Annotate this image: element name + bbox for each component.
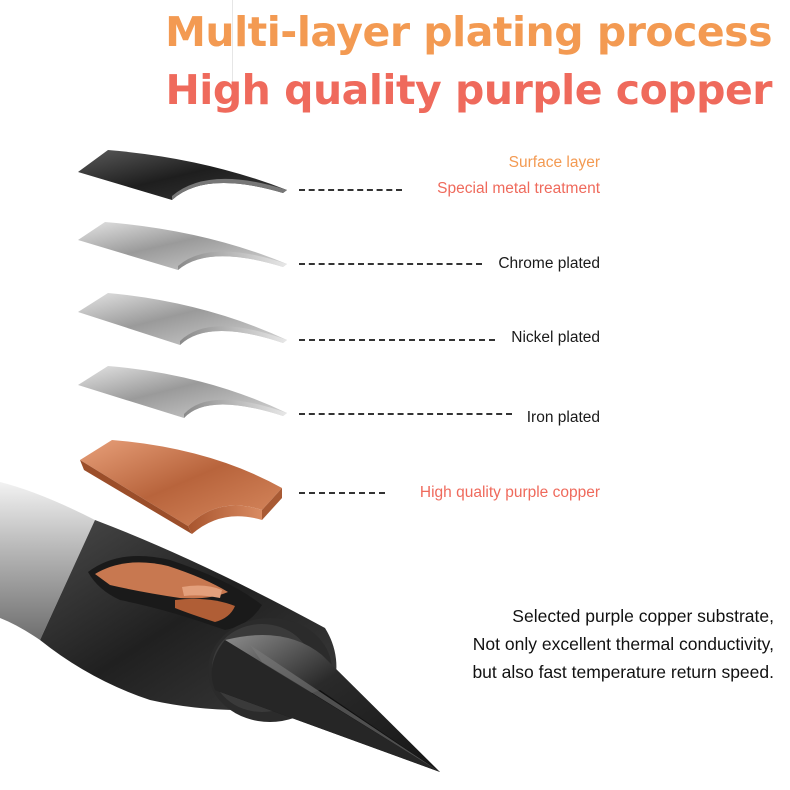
leader-line-chrome <box>299 263 482 265</box>
leader-line-copper <box>299 492 385 494</box>
chrome-layer-shape <box>78 222 287 270</box>
nickel-layer-shape <box>78 293 287 345</box>
title-line-1: Multi-layer plating process <box>165 8 772 56</box>
description-text: Selected purple copper substrate, Not on… <box>472 602 774 686</box>
surface-layer-shape <box>78 150 287 200</box>
divider-line <box>232 0 233 110</box>
special-treatment-label: Special metal treatment <box>437 180 600 197</box>
nickel-plated-label: Nickel plated <box>511 329 600 346</box>
surface-layer-label: Surface layer <box>508 154 600 171</box>
iron-layer-shape <box>78 366 287 418</box>
leader-line-nickel <box>299 339 495 341</box>
soldering-tip-illustration <box>0 482 440 772</box>
description-line-2: Not only excellent thermal conductivity, <box>472 634 774 654</box>
title-line-2: High quality purple copper <box>165 66 772 114</box>
description-line-1: Selected purple copper substrate, <box>512 606 774 626</box>
chrome-plated-label: Chrome plated <box>498 255 600 272</box>
leader-line-iron <box>299 413 512 415</box>
copper-layer-shape <box>80 440 282 534</box>
iron-plated-label: Iron plated <box>526 409 600 426</box>
description-line-3: but also fast temperature return speed. <box>472 662 774 682</box>
purple-copper-label: High quality purple copper <box>419 484 600 501</box>
leader-line-surface <box>299 189 402 191</box>
